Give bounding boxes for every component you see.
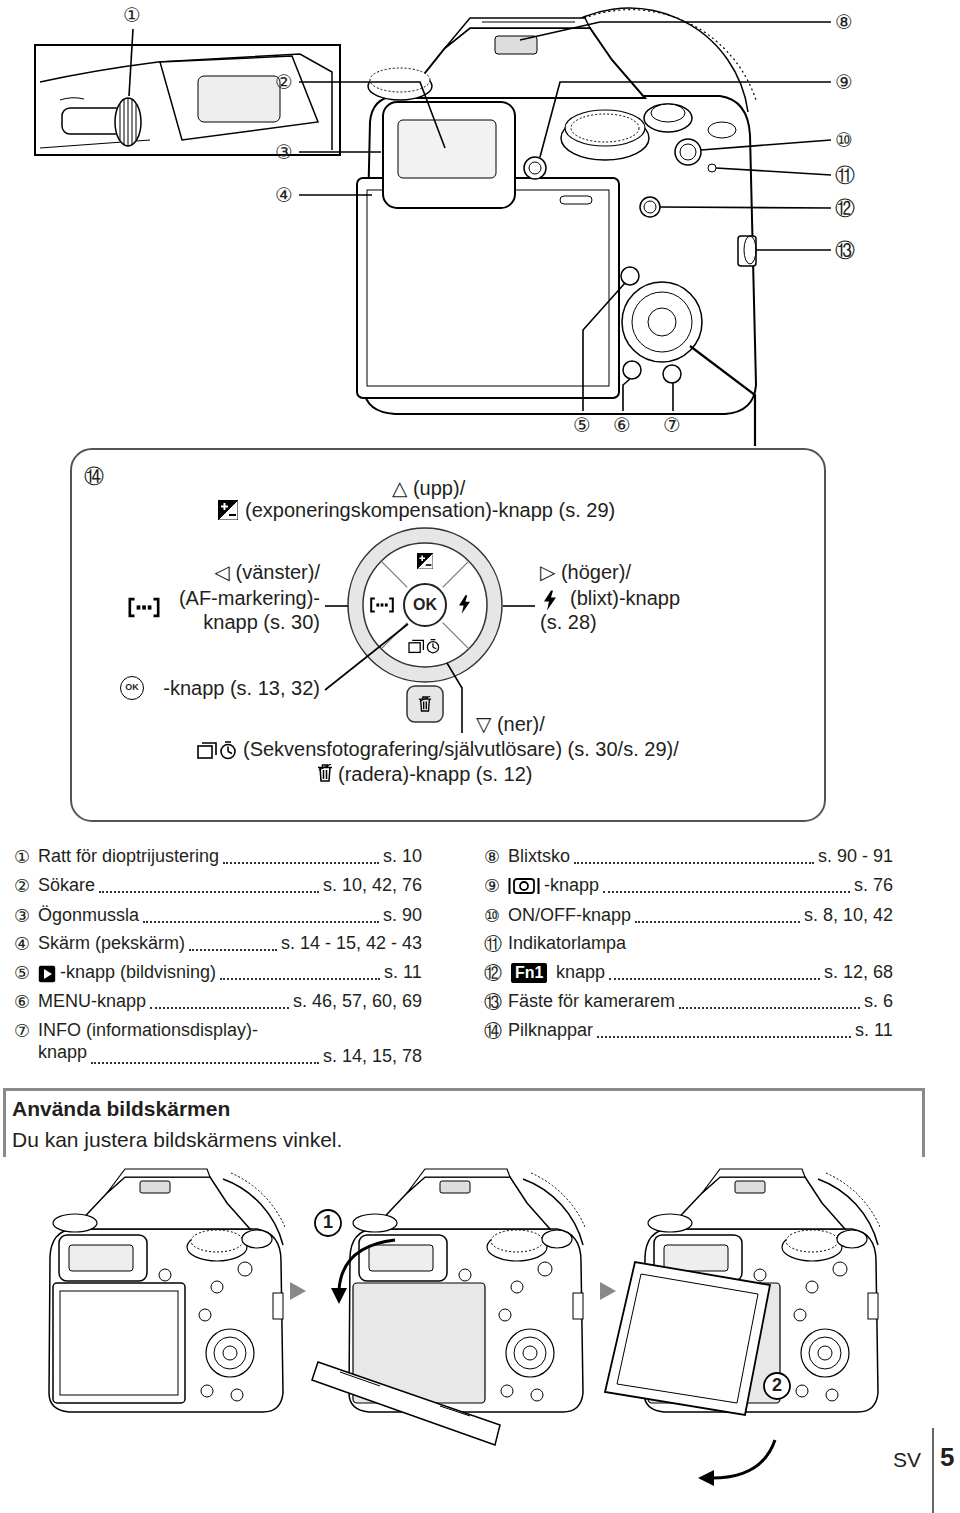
leader-dots [574,862,814,864]
callout-number: ② [275,70,293,94]
item-number: ⑬ [484,991,502,1013]
callout-number: ⑩ [835,128,853,152]
page-ref: s. 76 [854,875,893,897]
page-ref: s. 46, 57, 60, 69 [293,991,422,1013]
part-name: MENU-knapp [38,991,146,1013]
callout-number: ④ [275,183,293,207]
item-number: ⑨ [484,875,500,897]
page-ref: s. 90 - 91 [818,846,893,868]
part-name: -knapp (bildvisning) [60,962,216,984]
part-name: Skärm (pekskärm) [38,933,185,955]
callout-number: ③ [275,140,293,164]
page-ref: s. 6 [864,991,893,1013]
item-number: ⑭ [484,1020,502,1042]
callout-number: ⑤ [573,413,591,437]
page-ref: s. 12, 68 [824,962,893,984]
callout-number: ⑧ [835,10,853,34]
item-number: ② [14,875,30,897]
button-label: ▽ (ner)/ [476,712,545,736]
button-label: ▷ (höger)/ [540,560,631,584]
leader-dots [143,921,379,923]
callout-number: ① [123,3,141,27]
item-number: ⑤ [14,962,30,984]
leader-dots [597,1036,851,1038]
part-name: Pilknappar [508,1020,593,1042]
callout-number: ⑭ [84,464,104,488]
section-heading: Använda bildskärmen [12,1096,230,1121]
button-label: (radera)-knapp (s. 12) [338,762,533,786]
page-ref: s. 10 [383,846,422,868]
button-label: OK [413,595,437,614]
button-label: (exponeringskompensation)-knapp (s. 29) [245,498,615,522]
part-name: INFO (informationsdisplay)-knapp [38,1020,283,1063]
leader-dots [150,1007,289,1009]
item-number: ⑫ [484,962,502,984]
page-ref: s. 10, 42, 76 [323,875,422,897]
part-name: knapp [556,962,605,984]
item-number: ③ [14,905,30,927]
leader-dots [91,1062,319,1064]
page-ref: s. 11 [384,962,422,984]
callout-panel: ⑭ △ (upp)/(exponeringskompensation)-knapp… [70,448,826,822]
item-number: ⑦ [14,1020,30,1042]
page-ref: s. 11 [855,1020,893,1042]
leader-dots [609,978,820,980]
step-number: 1 [320,1212,336,1234]
part-name: Ratt för dioptrijustering [38,846,219,868]
leader-dots [223,862,379,864]
leader-dots [220,978,380,980]
page-ref: s. 14 - 15, 42 - 43 [281,933,422,955]
section-box: Använda bildskärmen Du kan justera bildsk… [3,1088,925,1157]
section-body: Du kan justera bildskärmens vinkel. [12,1127,342,1152]
callout-number: ⑫ [835,196,855,220]
button-label: ◁ (vänster)/ [170,560,320,584]
step-number: 2 [769,1375,785,1397]
page-ref: s. 90 [383,905,422,927]
language-code: SV [893,1447,921,1472]
leader-dots [635,921,800,923]
callout-number: ⑥ [613,413,631,437]
ok-button: OK [403,583,447,627]
callout-number: ⑬ [835,238,855,262]
item-number: ① [14,846,30,868]
part-name: Blixtsko [508,846,570,868]
item-number: ⑪ [484,933,502,955]
part-name: ON/OFF-knapp [508,905,631,927]
ok-icon: OK [120,676,144,700]
part-name: -knapp [544,875,599,897]
item-number: ⑧ [484,846,500,868]
part-name: Fäste för kamerarem [508,991,675,1013]
button-label: -knapp (s. 13, 32) [140,676,320,700]
item-number: ⑩ [484,905,500,927]
button-label: (AF-markering)-knapp (s. 30) [145,586,320,634]
part-name: Ögonmussla [38,905,139,927]
part-name: Sökare [38,875,95,897]
page-ref: s. 14, 15, 78 [323,1046,422,1068]
leader-dots [603,891,850,893]
page-number: 5 [940,1442,954,1473]
callout-number: ⑪ [835,163,855,187]
item-number: ④ [14,933,30,955]
item-number: ⑥ [14,991,30,1013]
callout-number: ⑨ [835,70,853,94]
button-label: (blixt)-knapp (s. 28) [540,586,695,634]
leader-dots [99,891,319,893]
leader-dots [189,949,277,951]
fn-key-icon: Fn1 [511,963,547,983]
button-label: (Sekvensfotografering/självutlösare) (s.… [243,737,679,761]
button-label: △ (upp)/ [392,476,465,500]
callout-number: ⑦ [663,413,681,437]
leader-dots [679,1007,860,1009]
page-ref: s. 8, 10, 42 [804,905,893,927]
part-name: Indikatorlampa [508,933,626,955]
